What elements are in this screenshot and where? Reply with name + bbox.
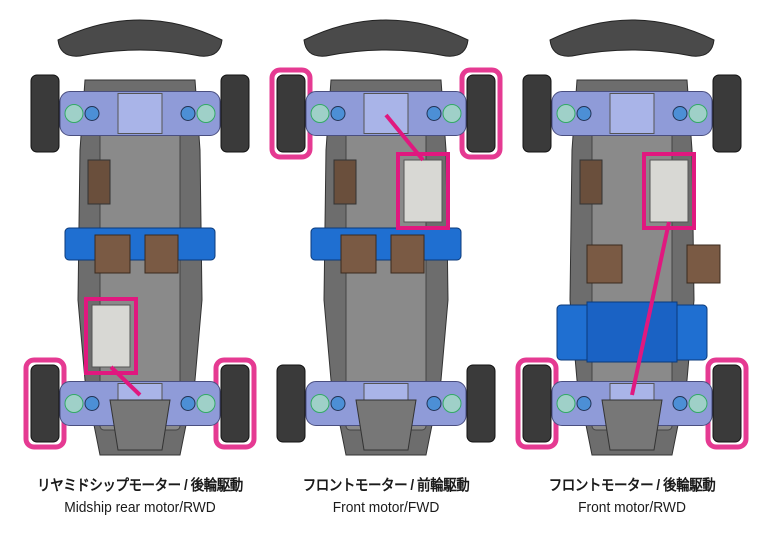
hub-bearing xyxy=(64,394,84,413)
esc-unit xyxy=(94,234,131,274)
front-gearbox xyxy=(363,93,409,134)
hub-carrier xyxy=(576,106,592,121)
front-tire xyxy=(276,74,306,153)
hub-carrier xyxy=(576,396,592,411)
hub-bearing xyxy=(310,104,330,123)
hub-bearing xyxy=(196,394,216,413)
steering-servo xyxy=(333,159,357,205)
motor xyxy=(403,159,443,223)
chassis-1 xyxy=(269,19,503,456)
rear-tire xyxy=(30,364,60,443)
front-gearbox xyxy=(609,93,655,134)
hub-bearing xyxy=(688,394,708,413)
steering-servo xyxy=(579,159,603,205)
hub-bearing xyxy=(442,394,462,413)
motor xyxy=(91,304,131,368)
receiver-unit xyxy=(686,244,721,284)
caption-en: Midship rear motor/RWD xyxy=(64,499,216,516)
hub-carrier xyxy=(84,396,100,411)
rear-tire xyxy=(276,364,306,443)
front-tire xyxy=(30,74,60,153)
esc-unit xyxy=(586,244,623,284)
hub-bearing xyxy=(556,104,576,123)
motor-mount xyxy=(84,297,138,375)
hub-carrier xyxy=(330,396,346,411)
receiver-unit xyxy=(390,234,425,274)
rear-bulkhead xyxy=(355,399,417,451)
hub-bearing xyxy=(442,104,462,123)
caption-jp: フロントモーター / 後輪駆動 xyxy=(548,477,716,494)
caption-jp: リヤミドシップモーター / 後輪駆動 xyxy=(37,477,243,494)
front-bumper xyxy=(57,19,223,57)
chassis-2 xyxy=(515,19,749,456)
front-tire xyxy=(522,74,552,153)
hub-bearing xyxy=(310,394,330,413)
hub-carrier xyxy=(426,396,442,411)
rear-tire xyxy=(522,364,552,443)
receiver-unit xyxy=(144,234,179,274)
hub-bearing xyxy=(556,394,576,413)
hub-carrier xyxy=(672,106,688,121)
hub-bearing xyxy=(688,104,708,123)
motor-mount xyxy=(396,152,450,230)
caption-jp: フロントモーター / 前輪駆動 xyxy=(302,477,470,494)
front-tire xyxy=(466,74,496,153)
battery xyxy=(64,227,216,261)
front-bumper xyxy=(303,19,469,57)
rear-bulkhead xyxy=(601,399,663,451)
drive-shaft xyxy=(384,113,425,162)
hub-bearing xyxy=(64,104,84,123)
esc-unit xyxy=(340,234,377,274)
rear-tire xyxy=(466,364,496,443)
battery xyxy=(310,227,462,261)
hub-carrier xyxy=(672,396,688,411)
caption-en: Front motor/RWD xyxy=(578,499,686,516)
rear-bulkhead xyxy=(109,399,171,451)
motor xyxy=(649,159,689,223)
front-tire xyxy=(220,74,250,153)
front-tire xyxy=(712,74,742,153)
drive-shaft xyxy=(630,221,671,396)
caption-midship-rwd: リヤミドシップモーター / 後輪駆動 Midship rear motor/RW… xyxy=(12,474,268,516)
caption-front-fwd: フロントモーター / 前輪駆動 Front motor/FWD xyxy=(258,474,514,516)
hub-carrier xyxy=(426,106,442,121)
rear-tire xyxy=(712,364,742,443)
caption-front-rwd: フロントモーター / 後輪駆動 Front motor/RWD xyxy=(504,474,760,516)
front-bumper xyxy=(549,19,715,57)
hub-carrier xyxy=(180,106,196,121)
hub-carrier xyxy=(330,106,346,121)
chassis-0 xyxy=(23,19,257,456)
caption-en: Front motor/FWD xyxy=(332,499,440,516)
rear-tire xyxy=(220,364,250,443)
hub-carrier xyxy=(180,396,196,411)
battery-center xyxy=(586,301,678,363)
steering-servo xyxy=(87,159,111,205)
front-gearbox xyxy=(117,93,163,134)
hub-carrier xyxy=(84,106,100,121)
drive-shaft xyxy=(109,365,142,397)
hub-bearing xyxy=(196,104,216,123)
